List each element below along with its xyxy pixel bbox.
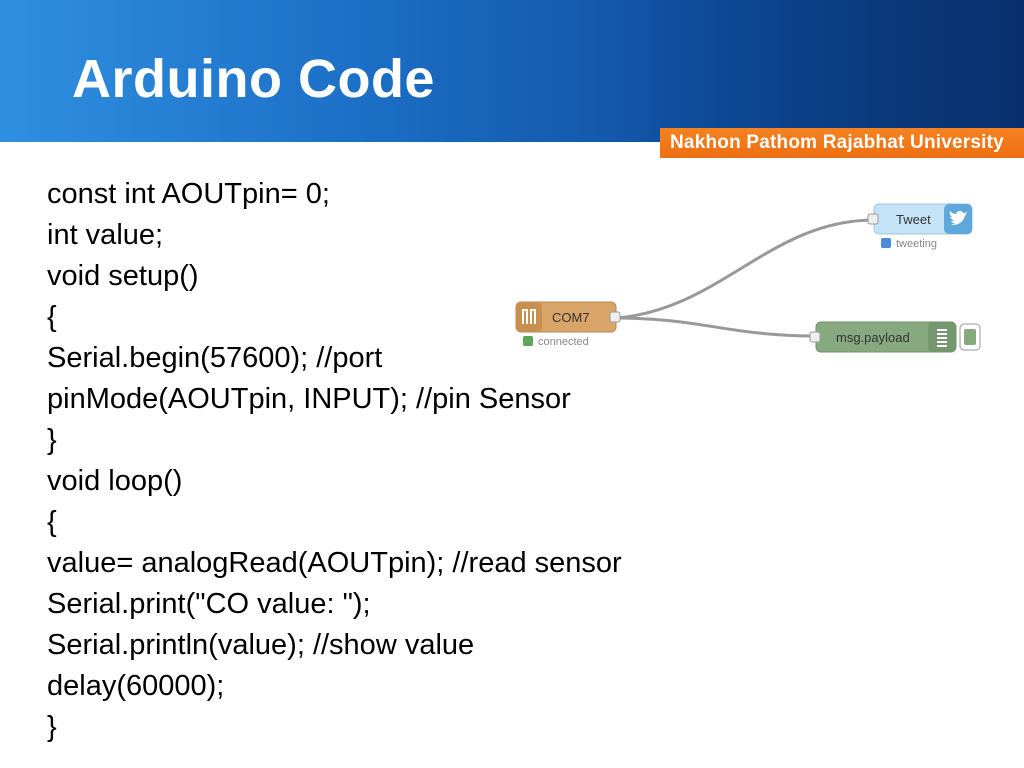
debug-node-label: msg.payload (836, 330, 910, 345)
serial-in-node[interactable]: COM7 (515, 301, 621, 333)
tweet-input-port[interactable] (867, 213, 879, 225)
code-line: pinMode(AOUTpin, INPUT); //pin Sensor (47, 383, 571, 415)
status-dot-icon (523, 336, 533, 346)
code-line: int value; (47, 219, 164, 251)
code-line: } (47, 424, 57, 456)
code-line: Serial.print("CO value: "); (47, 588, 371, 620)
serial-port-icon (522, 309, 536, 324)
serial-node-label: COM7 (552, 310, 590, 325)
debug-node[interactable]: msg.payload (809, 321, 981, 353)
debug-toggle-indicator (964, 329, 976, 345)
tweet-node-label: Tweet (896, 212, 931, 227)
tweet-status-label: tweeting (896, 238, 937, 250)
serial-output-port[interactable] (609, 311, 621, 323)
code-line: delay(60000); (47, 670, 225, 702)
code-line: void loop() (47, 465, 183, 497)
tweet-node[interactable]: Tweet (867, 203, 973, 235)
code-line: Serial.println(value); //show value (47, 629, 475, 661)
code-line: Serial.begin(57600); //port (47, 342, 383, 374)
twitter-bird-icon (949, 210, 967, 225)
code-line: } (47, 711, 57, 743)
status-dot-icon (881, 238, 891, 248)
wire-to-debug (615, 316, 817, 338)
wire-to-tweet (615, 218, 875, 320)
institution-banner: Nakhon Pathom Rajabhat University (660, 128, 1024, 158)
serial-status: connected (523, 336, 589, 348)
code-line: { (47, 506, 57, 538)
code-line: const int AOUTpin= 0; (47, 178, 330, 210)
debug-list-icon (937, 329, 947, 347)
node-red-flow: COM7 connected Tweet tweeting msg.payloa… (515, 203, 981, 353)
slide-title: Arduino Code (72, 49, 435, 109)
code-line: value= analogRead(AOUTpin); //read senso… (47, 547, 622, 579)
serial-status-label: connected (538, 336, 589, 348)
debug-input-port[interactable] (809, 331, 821, 343)
code-block: const int AOUTpin= 0; int value; void se… (47, 174, 622, 748)
code-line: { (47, 301, 57, 333)
tweet-status: tweeting (881, 238, 937, 250)
header-band (0, 0, 1024, 142)
code-line: void setup() (47, 260, 199, 292)
